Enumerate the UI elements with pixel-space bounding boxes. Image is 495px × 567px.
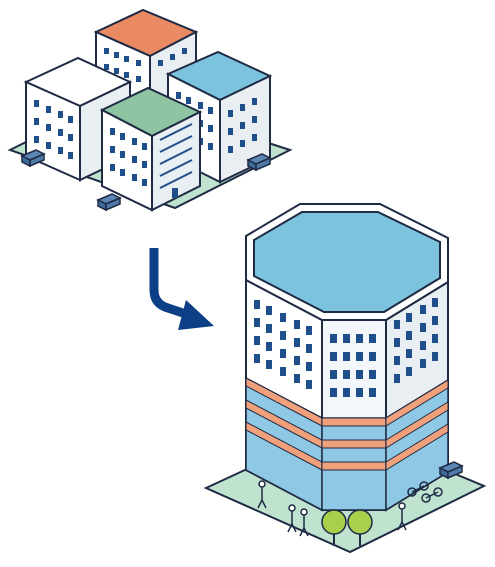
after-high-rise bbox=[206, 204, 484, 552]
arrow-icon bbox=[154, 248, 214, 330]
car-icon bbox=[98, 194, 120, 210]
before-building-cluster bbox=[10, 10, 290, 210]
green-roof-building bbox=[102, 88, 200, 210]
